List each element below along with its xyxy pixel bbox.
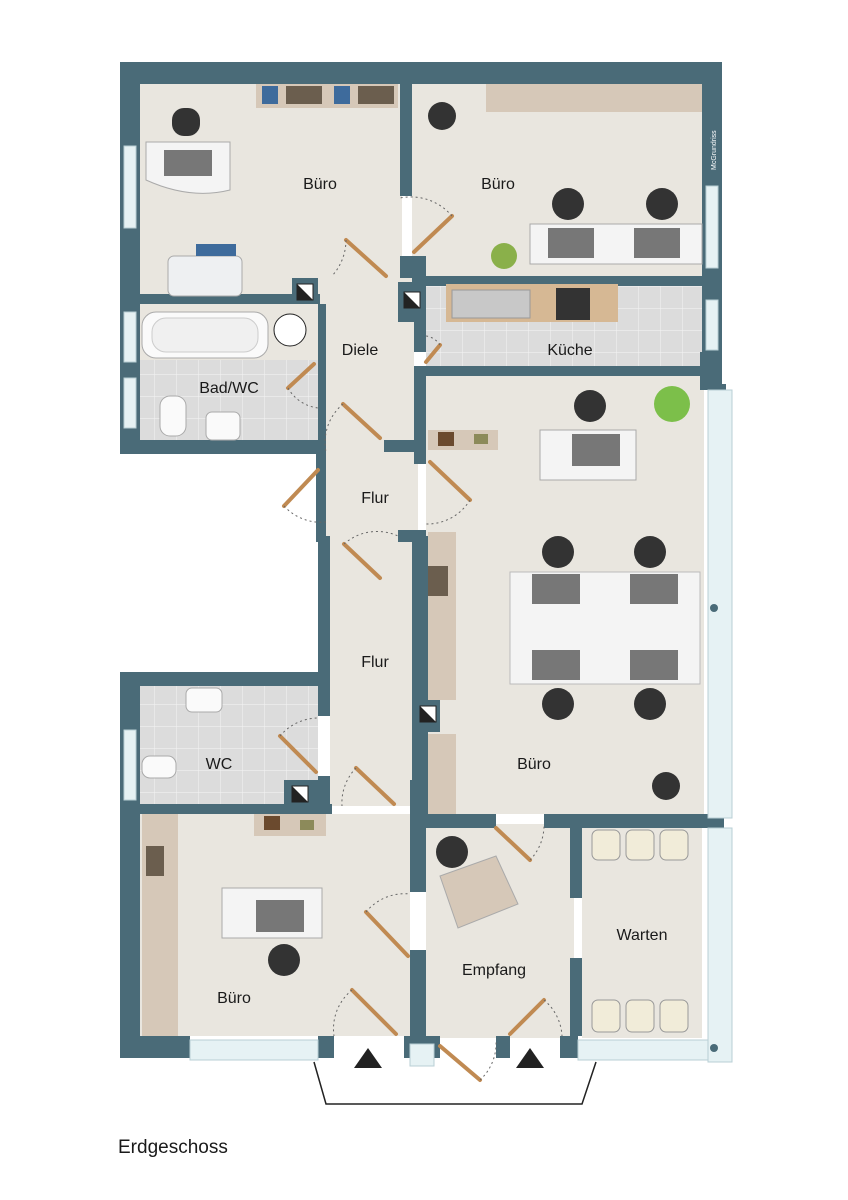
room-label-wc: WC: [206, 756, 233, 773]
room-label-reception: Empfang: [462, 962, 526, 979]
room-label-office-bottom-left: Büro: [217, 990, 251, 1007]
entrance-canopy: [313, 1061, 597, 1105]
windows: [123, 145, 733, 1067]
floor-caption: Erdgeschoss: [118, 1137, 228, 1158]
furniture: [141, 84, 703, 1036]
entrance-arrow-icon: [516, 1048, 544, 1068]
room-label-office-top-left: Büro: [303, 176, 337, 193]
room-label-kitchen: Küche: [547, 342, 592, 359]
shaft-icon: [291, 283, 437, 803]
room-label-office-top-right: Büro: [481, 176, 515, 193]
watermark: McGrundriss: [711, 130, 718, 170]
room-label-office-large: Büro: [517, 756, 551, 773]
entrance-arrow-icon: [354, 1048, 382, 1068]
room-label-corridor-lower: Flur: [361, 654, 389, 671]
door-swings: [279, 196, 563, 1081]
doors: [278, 214, 546, 1082]
walls: [120, 62, 726, 1058]
room-label-diele: Diele: [342, 342, 379, 359]
room-label-waiting: Warten: [617, 927, 668, 944]
room-labels: Büro Büro Bad/WC Diele Küche Flur Flur B…: [199, 176, 667, 1007]
room-label-bathroom: Bad/WC: [199, 380, 259, 397]
room-label-corridor-upper: Flur: [361, 490, 389, 507]
